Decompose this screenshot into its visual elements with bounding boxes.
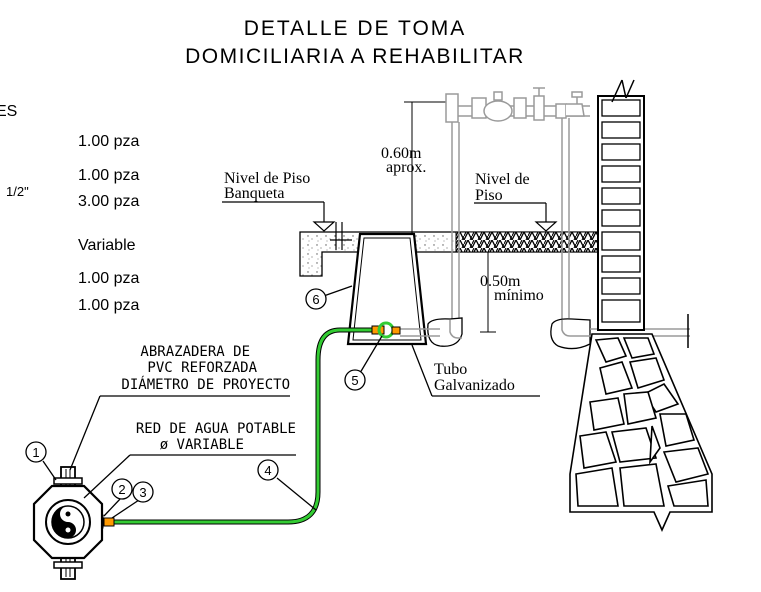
sidewalk-level-label-2: Banqueta bbox=[224, 185, 284, 202]
dimension-060-value: 0.60m bbox=[381, 145, 422, 162]
leader-lines bbox=[42, 285, 540, 519]
clamp-on-main bbox=[32, 466, 104, 580]
callout-3: 3 bbox=[132, 481, 154, 503]
stop-valve-fitting bbox=[371, 321, 401, 339]
service-pipe bbox=[110, 327, 440, 525]
clamp-label-3: DIÁMETRO DE PROYECTO bbox=[121, 376, 290, 393]
dimension-060 bbox=[404, 101, 452, 234]
floor-finish-hatch bbox=[455, 231, 601, 253]
callout-5: 5 bbox=[344, 369, 366, 391]
svg-text:1: 1 bbox=[32, 445, 39, 460]
galvanized-label-2: Galvanizado bbox=[434, 377, 515, 394]
svg-text:5: 5 bbox=[351, 373, 358, 388]
dimension-050 bbox=[480, 251, 496, 333]
callout-2: 2 bbox=[111, 478, 133, 500]
network-label-2: ø VARIABLE bbox=[160, 437, 244, 453]
title-line-1: DETALLE DE TOMA bbox=[244, 17, 467, 40]
svg-text:4: 4 bbox=[264, 463, 271, 478]
galvanized-label-1: Tubo bbox=[434, 361, 467, 378]
material-qty-4: Variable bbox=[78, 237, 136, 254]
sidewalk-slab bbox=[299, 222, 601, 277]
materials-list: ES 1/2" 1.00 pza 1.00 pza 3.00 pza Varia… bbox=[0, 103, 139, 314]
valve-box bbox=[346, 232, 428, 346]
title-line-2: DOMICILIARIA A REHABILITAR bbox=[185, 45, 525, 68]
material-qty-6: 1.00 pza bbox=[78, 297, 139, 314]
callout-6: 6 bbox=[305, 288, 327, 310]
material-qty-5: 1.00 pza bbox=[78, 270, 139, 287]
material-qty-1: 1.00 pza bbox=[78, 133, 139, 150]
floor-level-marker bbox=[474, 202, 558, 232]
floor-level-label-1: Nivel de bbox=[475, 171, 530, 188]
network-label-1: RED DE AGUA POTABLE bbox=[136, 421, 296, 437]
clamp-label-2: PVC REFORZADA bbox=[147, 360, 257, 376]
dimension-060-note: aprox. bbox=[386, 159, 426, 176]
svg-text:2: 2 bbox=[118, 482, 125, 497]
sidewalk-level-marker bbox=[222, 201, 338, 233]
dimension-050-note: mínimo bbox=[494, 287, 544, 304]
material-qty-3: 3.00 pza bbox=[78, 193, 139, 210]
meter-assembly bbox=[445, 87, 590, 324]
svg-text:6: 6 bbox=[312, 292, 319, 307]
svg-text:3: 3 bbox=[139, 485, 146, 500]
callout-4: 4 bbox=[257, 459, 279, 481]
brick-wall bbox=[597, 79, 645, 331]
dimension-050-value: 0.50m bbox=[480, 273, 521, 290]
elbow-left bbox=[427, 317, 463, 347]
floor-level-label-2: Piso bbox=[475, 187, 503, 204]
stone-foundation bbox=[569, 333, 713, 532]
sidewalk-level-label-1: Nivel de Piso bbox=[224, 170, 310, 187]
materials-header-fragment: ES bbox=[0, 103, 17, 120]
callout-1: 1 bbox=[25, 441, 47, 463]
material-size-fragment: 1/2" bbox=[6, 184, 29, 199]
clamp-label-1: ABRAZADERA DE bbox=[140, 344, 250, 360]
material-qty-2: 1.00 pza bbox=[78, 167, 139, 184]
